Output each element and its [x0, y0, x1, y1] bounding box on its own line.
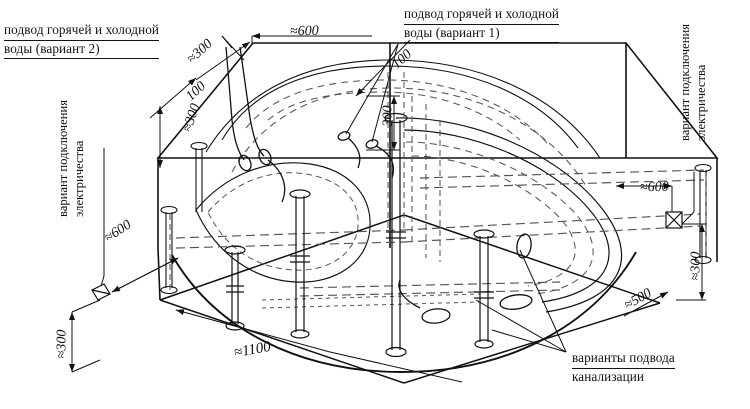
callout-sewer-line1: варианты подвода: [572, 350, 675, 369]
water-supply-pipes-variant2: [225, 46, 286, 203]
bath-body-sweep: [395, 117, 623, 313]
bath-top-outline: [205, 59, 601, 159]
callout-electric-left: вариант подключения электричества: [56, 100, 87, 217]
callout-electric-left-line2: электричества: [72, 140, 86, 217]
bath-left-lobe: [195, 162, 371, 283]
bath-inner-dashed-outline: [231, 79, 587, 187]
pipe-runs-dashed: [175, 169, 705, 297]
callout-electric-right: вариант подключения электричества: [678, 24, 709, 141]
callout-sewer-line2: канализации: [572, 368, 645, 384]
electric-right-socket-marker: [665, 211, 683, 229]
callout-water-variant1-line2: воды (вариант 1): [404, 25, 560, 43]
bath-rim-arc: [171, 251, 637, 373]
callout-water-variant2-line2: воды (вариант 2): [4, 41, 160, 59]
sewer-outlets: [398, 233, 533, 324]
dim-bottom-left-300: ≈300: [54, 329, 70, 359]
electric-left-socket-marker: [91, 283, 111, 301]
callout-electric-right-line1: вариант подключения: [678, 24, 692, 141]
dim-top-600: ≈600: [289, 23, 319, 40]
dim-electric-right-600: ≈600: [639, 179, 669, 196]
callout-water-variant2-line1: подвод горячей и холодной: [4, 22, 160, 41]
callout-electric-left-line1: вариант подключения: [56, 100, 70, 217]
bath-left-lobe-dashed: [207, 172, 359, 271]
pipe-runs-fine-dashed: [261, 293, 481, 309]
dim-electric-right-300: ≈300: [688, 251, 704, 281]
vertical-pipe-bundles: [169, 72, 707, 294]
callout-water-variant1-line1: подвод горячей и холодной: [404, 6, 560, 25]
dim-center-300: 300: [380, 105, 396, 127]
callout-water-variant2: подвод горячей и холодной воды (вариант …: [4, 22, 160, 59]
support-legs: [160, 112, 712, 358]
bath-body-sweep-dashed: [405, 141, 594, 295]
callout-sewer: варианты подвода канализации: [572, 350, 675, 385]
water-supply-pipes-variant1: [337, 131, 395, 179]
dimension-lines: [69, 33, 706, 383]
outer-box-frame: [156, 42, 719, 301]
callout-leader-lines: [97, 35, 695, 353]
callout-water-variant1: подвод горячей и холодной воды (вариант …: [404, 6, 560, 43]
callout-electric-right-line2: электричества: [694, 64, 708, 141]
